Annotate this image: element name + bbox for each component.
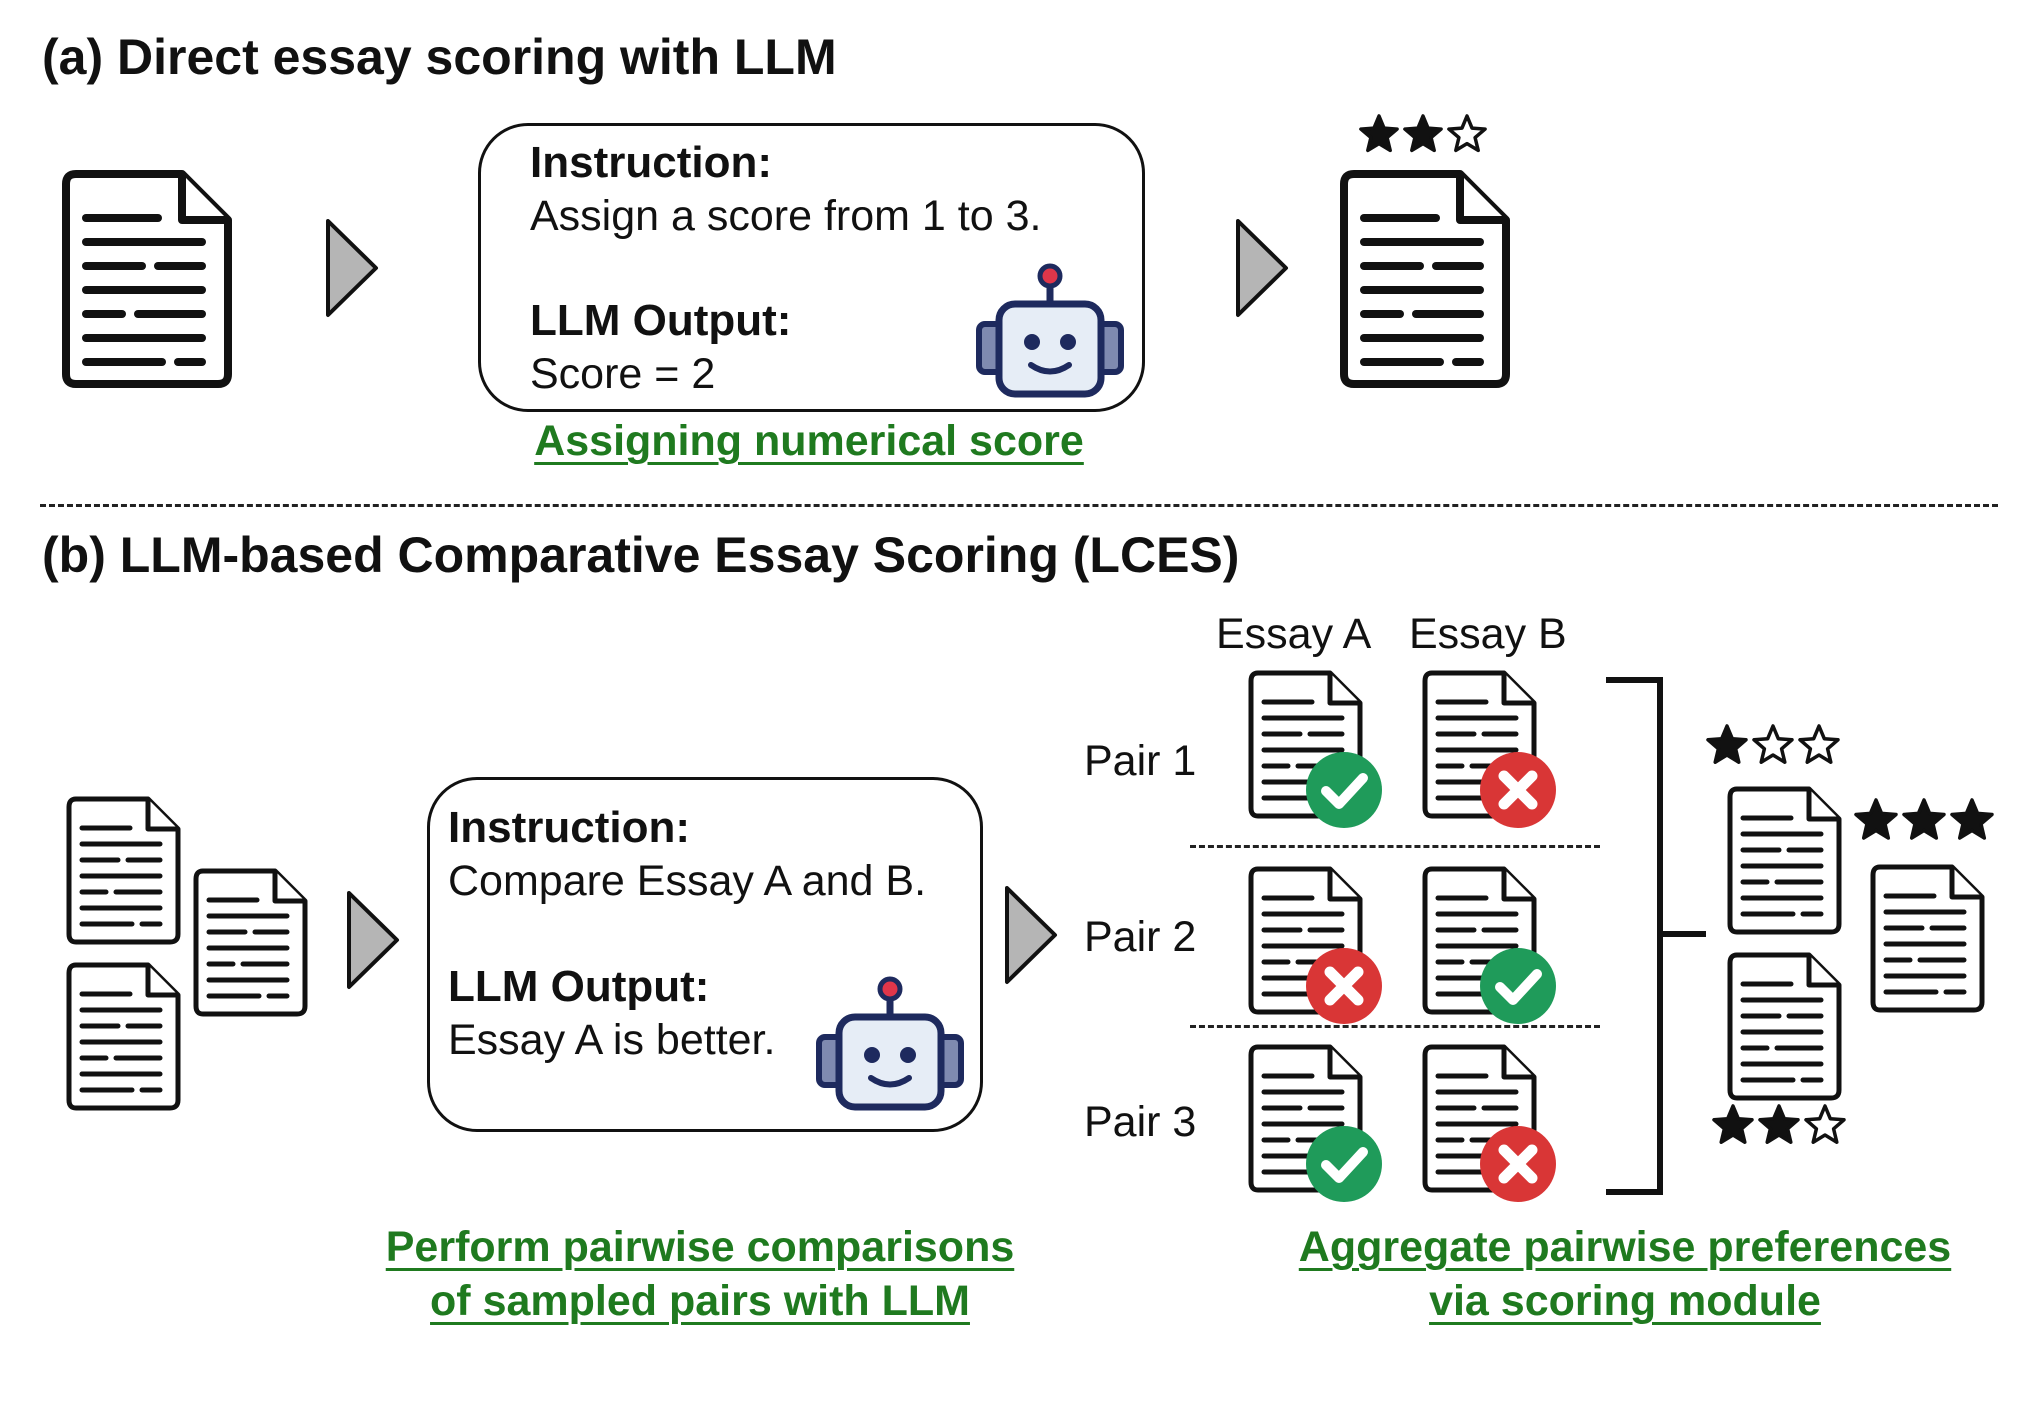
llm-output-text: Essay A is better. bbox=[448, 1016, 776, 1064]
star-filled-icon bbox=[1902, 798, 1946, 840]
pair-label: Pair 3 bbox=[1084, 1098, 1197, 1146]
instruction-text: Assign a score from 1 to 3. bbox=[530, 192, 1042, 240]
aggregate-caption-line1: Aggregate pairwise preferences bbox=[1298, 1223, 1952, 1271]
instruction-label: Instruction: bbox=[448, 803, 690, 852]
input-essay-document-icon bbox=[62, 170, 232, 388]
star-filled-icon bbox=[1758, 1104, 1800, 1144]
star-filled-icon bbox=[1712, 1104, 1754, 1144]
arrow-icon bbox=[326, 219, 378, 317]
star-filled-icon bbox=[1854, 798, 1898, 840]
pairwise-caption-line2: of sampled pairs with LLM bbox=[430, 1277, 970, 1325]
check-icon bbox=[1480, 948, 1556, 1024]
star-filled-icon bbox=[1403, 114, 1443, 153]
instruction-label: Instruction: bbox=[530, 138, 772, 187]
essay-document-icon bbox=[193, 868, 308, 1017]
check-icon bbox=[1306, 752, 1382, 828]
star-empty-icon bbox=[1798, 724, 1840, 764]
pair-divider bbox=[1190, 1025, 1600, 1028]
arrow-icon bbox=[1005, 886, 1057, 984]
llm-output-label: LLM Output: bbox=[448, 962, 710, 1011]
essay-a-header: Essay A bbox=[1216, 610, 1372, 658]
ranked-essay-document-icon bbox=[1870, 864, 1985, 1013]
star-filled-icon bbox=[1950, 798, 1994, 840]
cross-icon bbox=[1480, 752, 1556, 828]
instruction-text: Compare Essay A and B. bbox=[448, 857, 927, 905]
essay-document-icon bbox=[66, 962, 181, 1111]
star-filled-icon bbox=[1359, 114, 1399, 153]
llm-output-label: LLM Output: bbox=[530, 296, 792, 345]
robot-icon bbox=[976, 263, 1124, 398]
assigning-score-caption: Assigning numerical score bbox=[534, 417, 1084, 465]
score-stars bbox=[1359, 114, 1487, 153]
aggregate-caption: Aggregate pairwise preferences via scori… bbox=[1265, 1220, 1985, 1328]
aggregate-caption-line2: via scoring module bbox=[1429, 1277, 1821, 1325]
check-icon bbox=[1306, 1126, 1382, 1202]
pair-label: Pair 2 bbox=[1084, 913, 1197, 961]
star-filled-icon bbox=[1706, 724, 1748, 764]
star-empty-icon bbox=[1447, 114, 1487, 153]
essay-b-header: Essay B bbox=[1409, 610, 1567, 658]
cross-icon bbox=[1306, 948, 1382, 1024]
pair-divider bbox=[1190, 845, 1600, 848]
rank-stars-low bbox=[1706, 724, 1840, 764]
llm-output-text: Score = 2 bbox=[530, 350, 716, 398]
bracket-icon bbox=[1606, 677, 1706, 1195]
rank-stars-high bbox=[1854, 798, 1994, 840]
cross-icon bbox=[1480, 1126, 1556, 1202]
section-a-title: (a) Direct essay scoring with LLM bbox=[42, 29, 837, 85]
scored-essay-document-icon bbox=[1340, 170, 1510, 388]
section-b-title: (b) LLM-based Comparative Essay Scoring … bbox=[42, 527, 1240, 583]
star-empty-icon bbox=[1752, 724, 1794, 764]
robot-icon bbox=[816, 976, 964, 1111]
pairwise-caption-line1: Perform pairwise comparisons bbox=[385, 1223, 1015, 1271]
section-divider bbox=[40, 504, 1998, 507]
ranked-essay-document-icon bbox=[1727, 952, 1842, 1101]
arrow-icon bbox=[1236, 219, 1288, 317]
ranked-essay-document-icon bbox=[1727, 786, 1842, 935]
rank-stars-mid bbox=[1712, 1104, 1846, 1144]
pairwise-caption: Perform pairwise comparisons of sampled … bbox=[350, 1220, 1050, 1328]
pair-label: Pair 1 bbox=[1084, 737, 1197, 785]
star-empty-icon bbox=[1804, 1104, 1846, 1144]
essay-document-icon bbox=[66, 796, 181, 945]
arrow-icon bbox=[347, 891, 399, 989]
